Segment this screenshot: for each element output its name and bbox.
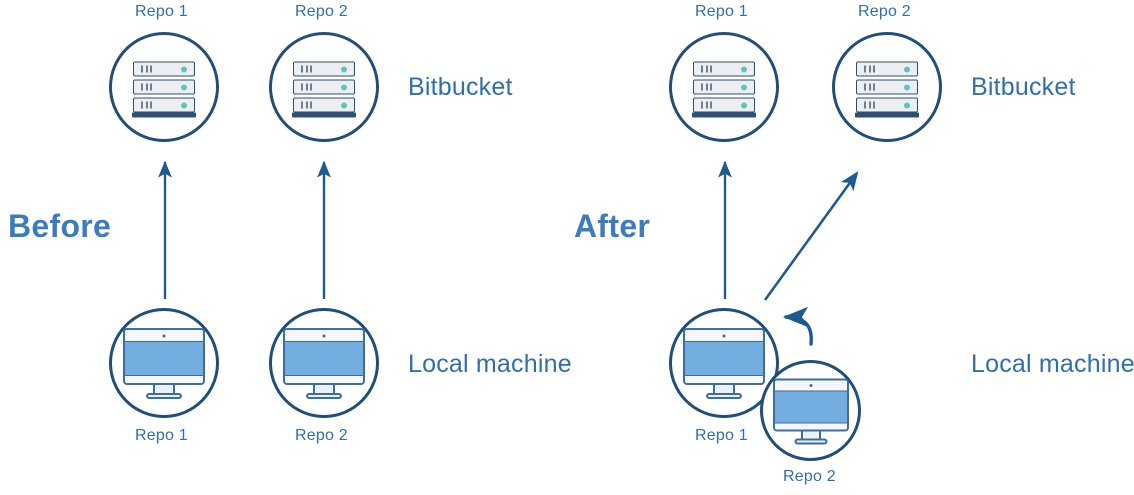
after-push-arrow-repo2-diagonal	[763, 171, 859, 301]
node-before-remote-repo1[interactable]	[109, 32, 219, 142]
section-title-after: After	[574, 208, 651, 244]
node-before-remote-repo2[interactable]	[269, 32, 379, 142]
row-label-before-remote: Bitbucket	[408, 73, 513, 101]
label-after-local-repo1: Repo 1	[695, 427, 748, 444]
after-curved-link-arrow	[782, 306, 813, 346]
label-before-local-repo1: Repo 1	[135, 427, 188, 444]
monitor-icon	[123, 328, 205, 399]
server-icon	[855, 61, 919, 118]
node-before-local-repo2[interactable]	[269, 308, 379, 418]
monitor-icon	[283, 328, 365, 399]
label-before-local-repo2: Repo 2	[295, 427, 348, 444]
server-icon	[692, 61, 756, 118]
node-after-local-repo2[interactable]	[760, 360, 861, 461]
label-after-remote-repo2: Repo 2	[858, 3, 911, 20]
label-after-remote-repo1: Repo 1	[695, 3, 748, 20]
row-label-after-remote: Bitbucket	[971, 73, 1076, 101]
node-after-local-repo1[interactable]	[669, 308, 779, 418]
label-after-local-repo2: Repo 2	[783, 468, 836, 485]
monitor-icon	[683, 328, 765, 399]
label-before-remote-repo1: Repo 1	[135, 3, 188, 20]
row-label-after-local: Local machine	[971, 350, 1134, 378]
node-before-local-repo1[interactable]	[109, 308, 219, 418]
label-before-remote-repo2: Repo 2	[295, 3, 348, 20]
row-label-before-local: Local machine	[408, 350, 572, 378]
server-icon	[292, 61, 356, 118]
node-after-remote-repo1[interactable]	[669, 32, 779, 142]
section-title-before: Before	[8, 208, 112, 244]
node-after-remote-repo2[interactable]	[832, 32, 942, 142]
server-icon	[132, 61, 196, 118]
monitor-icon	[772, 378, 849, 444]
